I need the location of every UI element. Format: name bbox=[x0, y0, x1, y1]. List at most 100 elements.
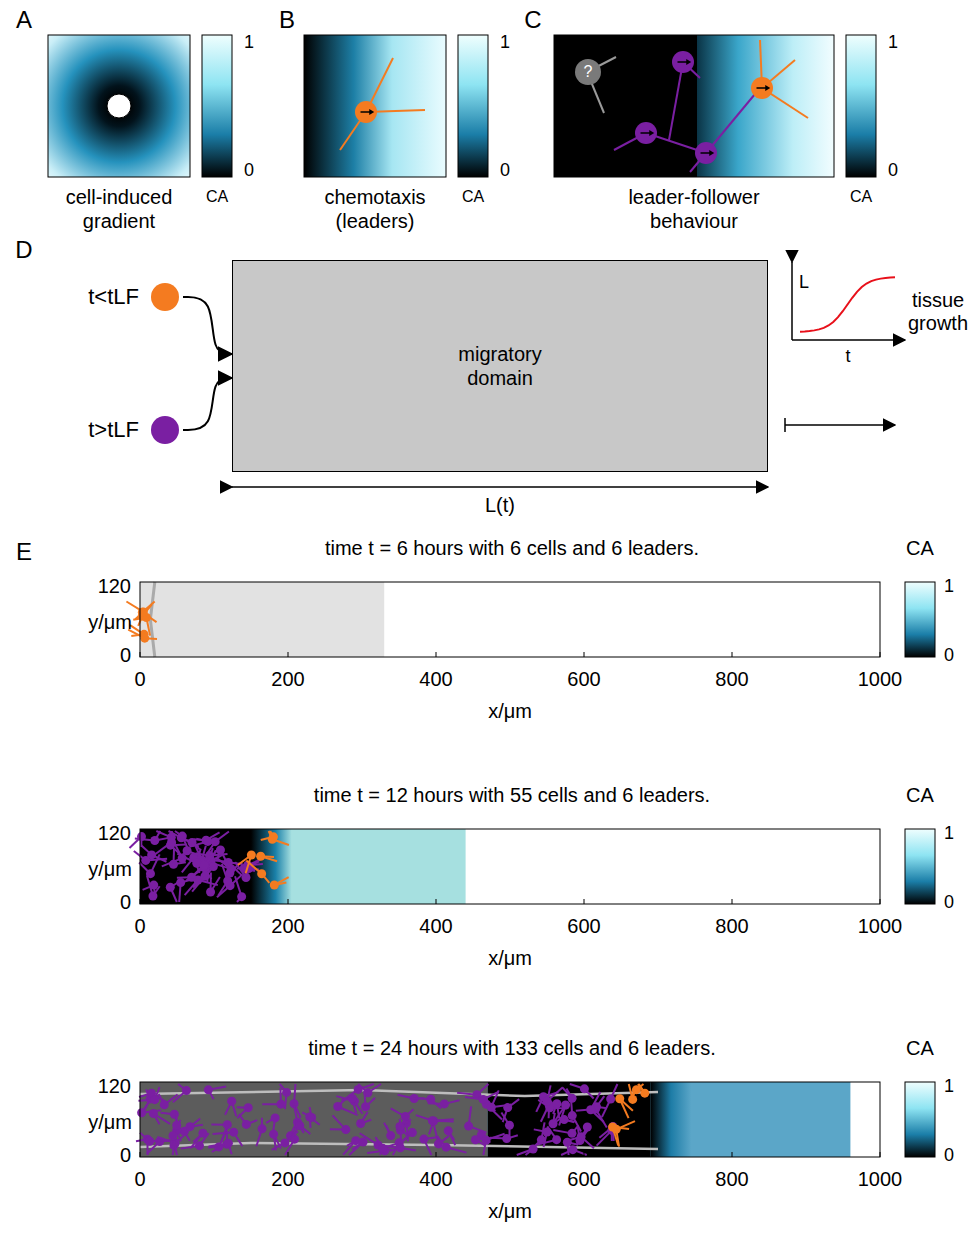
tick bbox=[732, 652, 733, 657]
growth-curve bbox=[800, 277, 895, 331]
cell bbox=[354, 1085, 363, 1094]
label: 1000 bbox=[858, 668, 903, 691]
cell bbox=[305, 1113, 314, 1122]
filopodium bbox=[587, 57, 616, 72]
cell bbox=[229, 1128, 238, 1137]
label: L bbox=[799, 272, 809, 293]
cell bbox=[149, 1109, 158, 1118]
label: 800 bbox=[715, 915, 748, 938]
cell bbox=[464, 1122, 473, 1131]
label: CA bbox=[206, 188, 228, 206]
axes-frame bbox=[140, 1082, 880, 1157]
label: t bbox=[845, 346, 850, 367]
label: x/μm bbox=[488, 700, 532, 723]
cell bbox=[276, 1100, 285, 1109]
cell bbox=[209, 862, 218, 871]
label: 400 bbox=[419, 915, 452, 938]
colorbar bbox=[905, 1082, 935, 1157]
cell-direction-head bbox=[369, 109, 374, 115]
label: x/μm bbox=[488, 1200, 532, 1223]
tick bbox=[288, 1152, 289, 1157]
depleted-region bbox=[554, 35, 697, 177]
cell-direction-head bbox=[686, 59, 691, 65]
cell bbox=[615, 1094, 624, 1103]
cell bbox=[543, 1097, 552, 1106]
cell bbox=[580, 1084, 589, 1093]
cell bbox=[695, 142, 717, 164]
label: 0 bbox=[134, 668, 145, 691]
domain-region bbox=[140, 829, 466, 904]
node-text: ? bbox=[584, 64, 593, 80]
cell-direction-head bbox=[649, 130, 654, 136]
label: x/μm bbox=[488, 947, 532, 970]
node-text: leader-follower behaviour bbox=[614, 185, 774, 233]
cell bbox=[202, 836, 211, 845]
gradient-panel: cell-induced gradient bbox=[48, 35, 190, 177]
cell bbox=[471, 1135, 480, 1144]
cell bbox=[237, 892, 246, 901]
cell bbox=[505, 1121, 514, 1130]
label: 600 bbox=[567, 668, 600, 691]
colorbar bbox=[905, 582, 935, 657]
label: time t = 24 hours with 133 cells and 6 l… bbox=[308, 1037, 715, 1060]
cell bbox=[356, 1119, 365, 1128]
cell bbox=[258, 1124, 267, 1133]
cell bbox=[395, 1122, 404, 1131]
cell bbox=[223, 1120, 232, 1129]
label: 0 bbox=[134, 915, 145, 938]
cell bbox=[401, 1112, 410, 1121]
label: 400 bbox=[419, 1168, 452, 1191]
label: time t = 6 hours with 6 cells and 6 lead… bbox=[325, 537, 699, 560]
tick bbox=[584, 1152, 585, 1157]
cell bbox=[479, 1095, 488, 1104]
cell bbox=[280, 1138, 289, 1147]
node-text: chemotaxis (leaders) bbox=[295, 185, 455, 233]
axes-frame bbox=[140, 582, 880, 657]
cell bbox=[107, 94, 131, 118]
gradient-region bbox=[697, 35, 834, 177]
cell bbox=[145, 1137, 154, 1146]
cell bbox=[568, 1094, 577, 1103]
cell-direction-head bbox=[765, 85, 770, 91]
label: 0 bbox=[120, 1144, 131, 1167]
leader-cell: t<tLF bbox=[151, 283, 179, 311]
label: 800 bbox=[715, 668, 748, 691]
tick bbox=[140, 899, 141, 904]
cell bbox=[444, 1126, 453, 1135]
cell bbox=[183, 846, 192, 855]
cell bbox=[751, 77, 773, 99]
cell bbox=[185, 1122, 194, 1131]
follower-cell: t>tLF bbox=[151, 416, 179, 444]
cell bbox=[241, 873, 250, 882]
label: 120 bbox=[98, 575, 131, 598]
axes-frame bbox=[140, 829, 880, 904]
domain-region bbox=[140, 1082, 850, 1157]
cell bbox=[561, 1100, 570, 1109]
label: 200 bbox=[271, 668, 304, 691]
growth-arrow bbox=[785, 424, 895, 426]
label: 1 bbox=[944, 1076, 954, 1097]
label: CA bbox=[906, 537, 934, 560]
colorbar bbox=[905, 829, 935, 904]
cell bbox=[543, 1127, 552, 1136]
tick bbox=[436, 652, 437, 657]
label: time t = 12 hours with 55 cells and 6 le… bbox=[314, 784, 710, 807]
cell bbox=[172, 1121, 181, 1130]
label: 1 bbox=[244, 32, 254, 53]
cell bbox=[341, 1125, 350, 1134]
label: CA bbox=[850, 188, 872, 206]
cell bbox=[549, 1119, 558, 1128]
tick bbox=[436, 1152, 437, 1157]
label: 0 bbox=[120, 644, 131, 667]
cell bbox=[247, 851, 256, 860]
cell bbox=[552, 1099, 561, 1108]
cell bbox=[586, 1105, 595, 1114]
tick bbox=[732, 899, 733, 904]
label: 0 bbox=[500, 160, 510, 181]
label: 400 bbox=[419, 668, 452, 691]
cell bbox=[141, 856, 150, 865]
cell bbox=[635, 122, 657, 144]
label: A bbox=[16, 6, 32, 34]
cell bbox=[150, 1095, 159, 1104]
cell bbox=[168, 1131, 177, 1140]
